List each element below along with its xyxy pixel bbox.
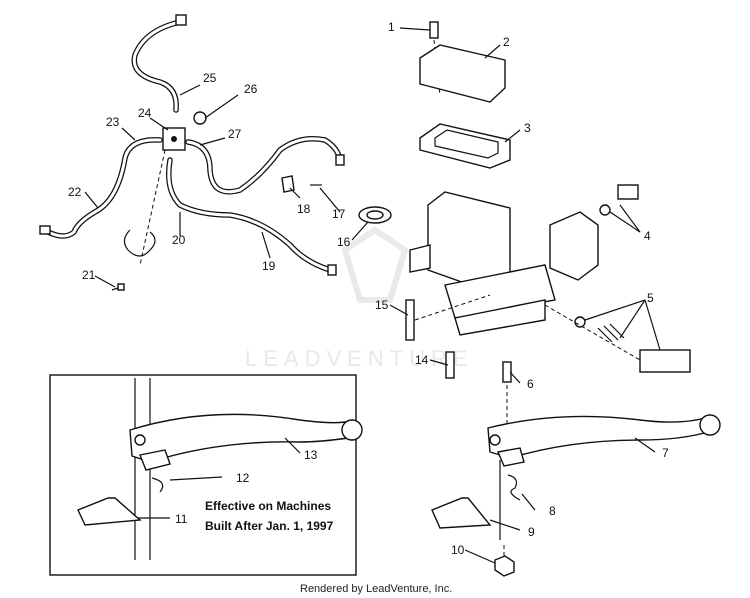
leadventure-watermark: LEADVENTURE — [245, 226, 474, 371]
callout-18: 18 — [297, 202, 311, 216]
callout-20: 20 — [172, 233, 186, 247]
callout-26: 26 — [244, 82, 258, 96]
callout-labels: 1 2 3 4 5 6 7 8 9 10 11 12 13 14 15 16 1… — [68, 20, 669, 557]
inset-panel: Effective on Machines Built After Jan. 1… — [49, 374, 363, 576]
callout-14: 14 — [415, 353, 429, 367]
callout-6: 6 — [527, 377, 534, 391]
callout-24: 24 — [138, 106, 152, 120]
callout-25: 25 — [203, 71, 217, 85]
callout-7: 7 — [662, 446, 669, 460]
callout-16: 16 — [337, 235, 351, 249]
callout-1: 1 — [388, 20, 395, 34]
callout-23: 23 — [106, 115, 120, 129]
callout-10: 10 — [451, 543, 465, 557]
brake-lever-assembly — [431, 414, 721, 577]
callout-19: 19 — [262, 259, 276, 273]
callout-3: 3 — [524, 121, 531, 135]
callout-22: 22 — [68, 185, 82, 199]
callout-12: 12 — [236, 471, 250, 485]
master-cylinder-assembly — [358, 21, 691, 440]
watermark-text: LEADVENTURE — [245, 346, 474, 371]
callout-11: 11 — [175, 512, 188, 526]
callout-9: 9 — [528, 525, 535, 539]
callout-4: 4 — [644, 229, 651, 243]
callout-13: 13 — [304, 448, 318, 462]
callout-leaders — [84, 27, 661, 564]
callout-17: 17 — [332, 207, 346, 221]
hose-assembly — [39, 14, 345, 291]
callout-2: 2 — [503, 35, 510, 49]
callout-27: 27 — [228, 127, 242, 141]
inset-note-line1: Effective on Machines — [205, 499, 331, 513]
inset-note-line2: Built After Jan. 1, 1997 — [205, 519, 334, 533]
callout-5: 5 — [647, 291, 654, 305]
callout-8: 8 — [549, 504, 556, 518]
callout-15: 15 — [375, 298, 389, 312]
callout-21: 21 — [82, 268, 96, 282]
footer-credit: Rendered by LeadVenture, Inc. — [300, 583, 452, 595]
